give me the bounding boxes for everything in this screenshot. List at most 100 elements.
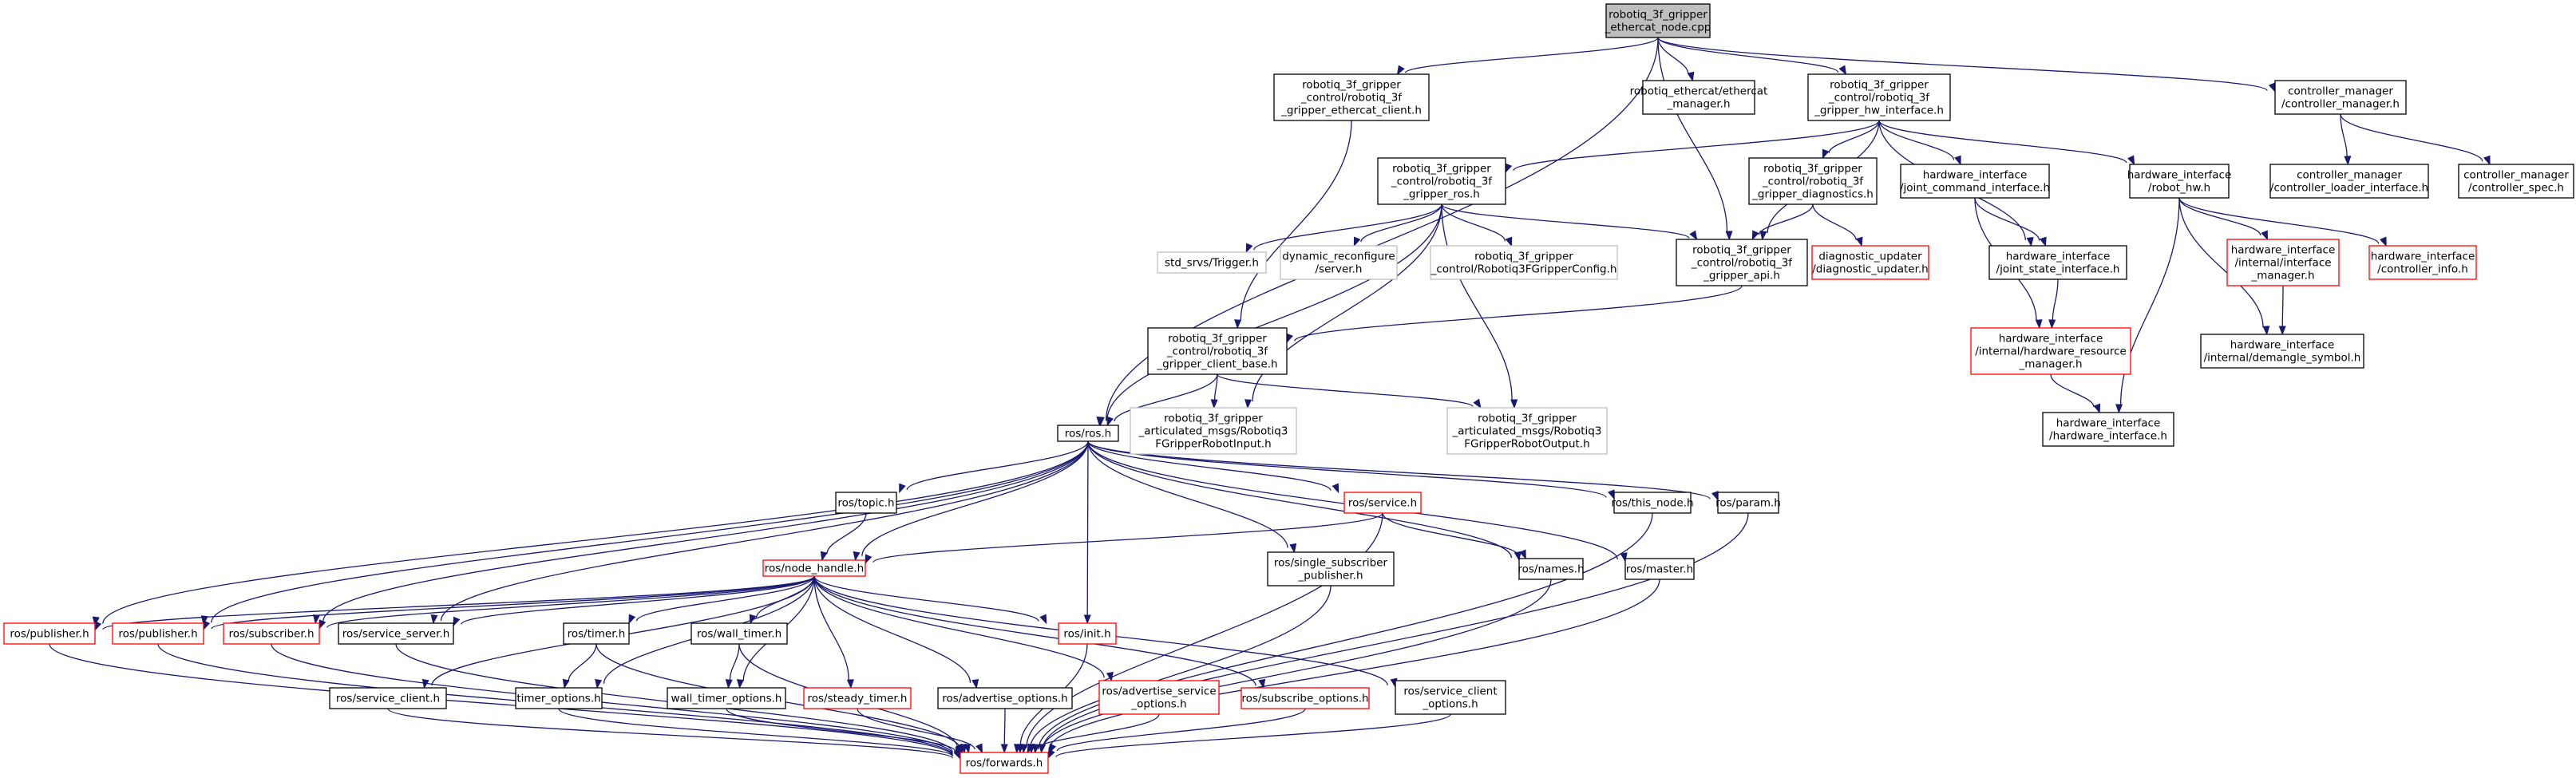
edge-arrowhead [453,616,461,627]
node-timer[interactable]: ros/timer.h [563,622,630,645]
edge-node_handle-to-service_server [453,575,815,627]
edge-arrowhead [1106,416,1114,427]
edge-arrowhead [899,483,906,494]
node-service-client-options[interactable]: ros/service_client_options.h [1395,680,1506,715]
node-box [1642,80,1755,115]
node-box [3,622,96,645]
node-hw-interface[interactable]: robotiq_3f_gripper_control/robotiq_3f_gr… [1807,73,1951,121]
node-label-line: robotiq_3f_gripper [1168,332,1267,345]
edge-arrowhead [1286,333,1293,344]
node-diagnostics[interactable]: robotiq_3f_gripper_control/robotiq_3f_gr… [1748,157,1878,205]
node-jsi[interactable]: hardware_interface/joint_state_interface… [1988,245,2127,280]
node-ros[interactable]: ros/ros.h [1057,425,1119,442]
node-wall-timer[interactable]: ros/wall_timer.h [690,622,788,645]
node-box [762,559,866,577]
node-diag-updater[interactable]: diagnostic_updater/diagnostic_updater.h [1811,245,1929,280]
node-label-line: ros/forwards.h [966,756,1043,769]
node-steady-timer[interactable]: ros/steady_timer.h [803,687,912,709]
node-service-client[interactable]: ros/service_client.h [329,687,447,709]
node-ssp[interactable]: ros/single_subscriber_publisher.h [1267,551,1395,586]
node-label-line: _control/robotiq_3f [1691,256,1793,269]
node-box [329,687,447,709]
node-robot-hw[interactable]: hardware_interface/robot_hw.h [2127,164,2232,199]
node-label-line: hardware_interface [2127,168,2232,181]
node-cinfo[interactable]: hardware_interface/controller_info.h [2368,245,2477,280]
edge-gripper_ros-to-api [1441,203,1698,241]
node-label-line: _gripper_ros.h [1403,188,1480,200]
node-cli[interactable]: controller_manager/controller_loader_int… [2269,164,2429,199]
edge-cm-to-cspec [2340,113,2491,166]
node-root[interactable]: robotiq_3f_gripper_ethercat_node.cpp [1605,3,1711,38]
edge-ros-to-service_server [430,440,1089,625]
node-jci[interactable]: hardware_interface/joint_command_interfa… [1900,164,2050,199]
node-ii-manager[interactable]: hardware_interface/internal/interface_ma… [2226,239,2340,286]
node-pub2[interactable]: ros/publisher.h [112,622,204,645]
node-api[interactable]: robotiq_3f_gripper_control/robotiq_3f_gr… [1676,239,1808,286]
edge-line [1086,440,1089,616]
edge-line [322,440,1089,622]
node-ethercat-manager[interactable]: robotiq_ethercat/ethercat_manager.h [1630,80,1768,115]
node-hwi[interactable]: hardware_interface/hardware_interface.h [2042,412,2174,447]
edge-arrowhead [1014,744,1022,754]
node-adv-service-options[interactable]: ros/advertise_service_options.h [1098,680,1220,715]
node-subscriber[interactable]: ros/subscriber.h [223,622,320,645]
node-input: robotiq_3f_gripper_articulated_msgs/Robo… [1130,407,1297,455]
node-box [1057,425,1119,442]
edge-ii_manager-to-demangle [2278,285,2286,336]
edge-line [857,708,975,750]
edge-line [49,643,953,757]
node-label-line: robotiq_3f_gripper [1609,8,1707,21]
node-label-line: FGripperRobotOutput.h [1464,437,1589,450]
node-label-line: _control/robotiq_3f [1762,175,1864,188]
node-hrm[interactable]: hardware_interface/internal/hardware_res… [1970,327,2131,375]
node-cspec[interactable]: controller_manager/controller_spec.h [2458,164,2574,199]
node-pub1[interactable]: ros/publisher.h [3,622,96,645]
edge-line [813,575,849,681]
node-label-line: hardware_interface [1923,168,2028,181]
node-box [1241,687,1370,709]
edge-line [1003,708,1006,745]
node-master[interactable]: ros/master.h [1624,558,1695,580]
edge-line [1974,197,2040,241]
node-box [1613,492,1692,514]
edge-line [1758,203,1814,235]
edge-arrowhead [2039,236,2047,247]
edge-line [1294,285,1743,342]
node-wall-timer-options[interactable]: wall_timer_options.h [667,687,786,709]
node-names[interactable]: ros/names.h [1518,558,1585,580]
node-adv-options[interactable]: ros/advertise_options.h [937,687,1073,709]
edge-gripper_ros-to-trigger [1245,203,1442,254]
node-client-base[interactable]: robotiq_3f_gripper_control/robotiq_3f_gr… [1147,327,1288,375]
node-service[interactable]: ros/service.h [1343,492,1422,514]
node-label-line: ros/param.h [1715,496,1781,509]
node-topic[interactable]: ros/topic.h [835,492,897,514]
node-label-line: /server.h [1316,263,1363,275]
node-box [1098,680,1220,715]
edge-ros-to-service [1087,440,1339,494]
node-timer-options[interactable]: timer_options.h [515,687,603,709]
node-service-server[interactable]: ros/service_server.h [338,622,454,645]
edge-line [1114,373,1218,422]
node-sub-options[interactable]: ros/subscribe_options.h [1241,687,1370,709]
node-this-node[interactable]: ros/this_node.h [1611,492,1694,514]
edge-robot_hw-to-demangle [2178,197,2270,336]
node-forwards[interactable]: ros/forwards.h [960,752,1049,774]
node-param[interactable]: ros/param.h [1715,492,1781,514]
node-gripper-ros[interactable]: robotiq_3f_gripper_control/robotiq_3f_gr… [1377,157,1506,205]
edge-arrowhead [1289,543,1297,554]
node-label-line: ros/init.h [1063,627,1110,640]
node-label-line: _gripper_diagnostics.h [1751,188,1874,200]
node-box [835,492,897,514]
node-node-handle[interactable]: ros/node_handle.h [762,559,866,577]
node-box [1157,251,1267,274]
edge-line [2050,373,2095,408]
node-demangle[interactable]: hardware_interface/internal/demangle_sym… [2200,334,2364,369]
edge-this_node-to-forwards [1028,512,1653,754]
node-ethercat-client[interactable]: robotiq_3f_gripper_control/robotiq_3f_gr… [1273,73,1430,121]
edge-ros-to-init [1083,440,1091,625]
node-label-line: ros/subscribe_options.h [1241,692,1368,705]
edge-diagnostics-to-api [1751,203,1814,241]
edge-line [1382,512,1519,556]
node-cm[interactable]: controller_manager/controller_manager.h [2274,80,2407,115]
node-init[interactable]: ros/init.h [1058,622,1117,645]
